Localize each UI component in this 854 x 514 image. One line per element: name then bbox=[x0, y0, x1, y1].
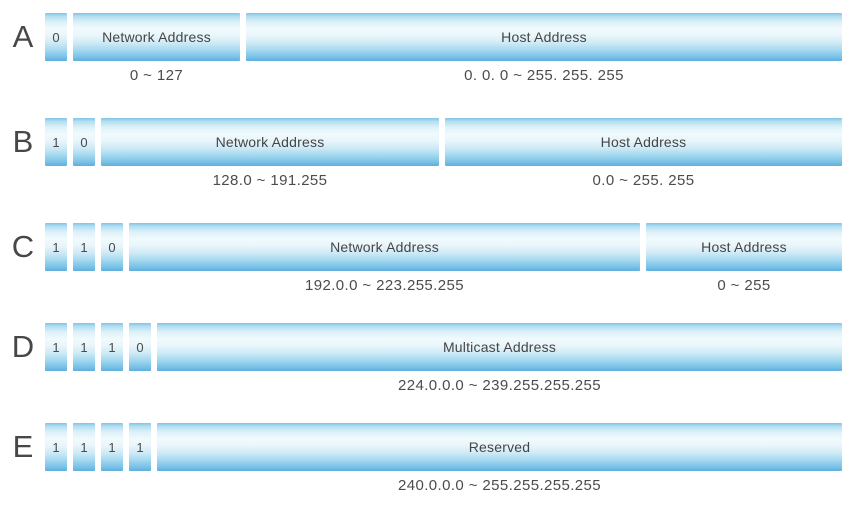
bit-cell: 1 bbox=[129, 423, 151, 471]
segment-range: 224.0.0.0 ~ 239.255.255.255 bbox=[397, 377, 602, 394]
row-cells: 1 1 1 1 Reserved 240.0.0.0 ~ 255.255.255.255 bbox=[45, 423, 842, 494]
address-segment: Network Address 192.0.0 ~ 223.255.255 bbox=[129, 223, 640, 294]
bit-cell: 0 bbox=[73, 118, 95, 166]
segment-label: Network Address bbox=[215, 134, 325, 150]
bit-cell: 1 bbox=[45, 323, 67, 371]
address-segment: Reserved 240.0.0.0 ~ 255.255.255.255 bbox=[157, 423, 842, 494]
segment-range: 128.0 ~ 191.255 bbox=[212, 172, 328, 189]
segment-range: 0 ~ 127 bbox=[129, 67, 184, 84]
bit-box: 1 bbox=[73, 223, 95, 271]
bit-value: 0 bbox=[52, 29, 60, 45]
address-segment: Network Address 0 ~ 127 bbox=[73, 13, 240, 84]
class-letter-c: C bbox=[11, 229, 35, 264]
segment-range: 0.0 ~ 255. 255 bbox=[592, 172, 695, 189]
segment-box: Host Address bbox=[246, 13, 842, 61]
bit-cell: 0 bbox=[45, 13, 67, 61]
segment-range: 0. 0. 0 ~ 255. 255. 255 bbox=[464, 67, 624, 84]
bit-value: 1 bbox=[52, 134, 60, 150]
segment-label: Host Address bbox=[501, 29, 587, 45]
bit-box: 1 bbox=[73, 423, 95, 471]
row-cells: 1 0 Network Address 128.0 ~ 191.255 Host Add… bbox=[45, 118, 842, 189]
bit-box: 0 bbox=[45, 13, 67, 61]
segment-label: Network Address bbox=[102, 29, 211, 45]
segment-box: Host Address bbox=[445, 118, 842, 166]
segment-label: Network Address bbox=[330, 239, 439, 255]
address-segment: Host Address 0. 0. 0 ~ 255. 255. 255 bbox=[246, 13, 842, 84]
bit-box: 1 bbox=[45, 323, 67, 371]
address-class-row-e: E 1 1 1 1 Reserved 240.0.0.0 ~ 255.255.255.255 bbox=[0, 423, 854, 495]
address-class-row-b: B 1 0 Network Address 128.0 ~ 191.255 Host Ad… bbox=[0, 118, 854, 190]
segment-label: Host Address bbox=[701, 239, 787, 255]
address-class-row-d: D 1 1 1 0 Multicast Address 224.0.0.0 ~ 239.25… bbox=[0, 323, 854, 395]
bit-cell: 1 bbox=[101, 423, 123, 471]
bit-box: 1 bbox=[45, 423, 67, 471]
class-letter-b: B bbox=[12, 124, 34, 159]
class-letter-d: D bbox=[11, 329, 35, 364]
bit-value: 1 bbox=[80, 239, 88, 255]
segment-range: 192.0.0 ~ 223.255.255 bbox=[305, 277, 464, 294]
bit-value: 1 bbox=[136, 439, 144, 455]
address-segment: Network Address 128.0 ~ 191.255 bbox=[101, 118, 439, 189]
bit-value: 1 bbox=[108, 339, 116, 355]
segment-box: Network Address bbox=[101, 118, 439, 166]
row-cells: 0 Network Address 0 ~ 127 Host Address 0. 0.… bbox=[45, 13, 842, 84]
segment-label: Host Address bbox=[600, 134, 687, 150]
bit-value: 1 bbox=[80, 339, 88, 355]
bit-value: 0 bbox=[80, 134, 88, 150]
address-class-row-c: C 1 1 0 Network Address 192.0.0 ~ 223.255.255… bbox=[0, 223, 854, 295]
bit-value: 1 bbox=[52, 339, 60, 355]
bit-value: 1 bbox=[80, 439, 88, 455]
segment-box: Network Address bbox=[129, 223, 640, 271]
address-class-row-a: A 0 Network Address 0 ~ 127 Host Address 0. 0… bbox=[0, 13, 854, 85]
bit-cell: 1 bbox=[45, 423, 67, 471]
bit-cell: 1 bbox=[45, 118, 67, 166]
bit-cell: 1 bbox=[73, 323, 95, 371]
bit-cell: 1 bbox=[45, 223, 67, 271]
address-segment: Host Address 0 ~ 255 bbox=[646, 223, 842, 294]
segment-range: 0 ~ 255 bbox=[717, 277, 771, 294]
segment-box: Multicast Address bbox=[157, 323, 842, 371]
class-letter-a: A bbox=[12, 19, 34, 54]
bit-cell: 1 bbox=[73, 223, 95, 271]
bit-value: 1 bbox=[108, 439, 116, 455]
bit-cell: 0 bbox=[101, 223, 123, 271]
address-segment: Host Address 0.0 ~ 255. 255 bbox=[445, 118, 842, 189]
bit-cell: 1 bbox=[101, 323, 123, 371]
bit-box: 1 bbox=[101, 423, 123, 471]
bit-value: 0 bbox=[136, 339, 144, 355]
row-cells: 1 1 1 0 Multicast Address 224.0.0.0 ~ 239.255… bbox=[45, 323, 842, 394]
bit-box: 1 bbox=[45, 118, 67, 166]
bit-box: 0 bbox=[101, 223, 123, 271]
bit-box: 0 bbox=[73, 118, 95, 166]
class-letter-e: E bbox=[12, 429, 34, 464]
bit-cell: 1 bbox=[73, 423, 95, 471]
segment-box: Reserved bbox=[157, 423, 842, 471]
segment-label: Reserved bbox=[468, 439, 531, 455]
bit-cell: 0 bbox=[129, 323, 151, 371]
bit-value: 0 bbox=[108, 239, 116, 255]
bit-box: 0 bbox=[129, 323, 151, 371]
bit-value: 1 bbox=[52, 239, 60, 255]
segment-box: Network Address bbox=[73, 13, 240, 61]
segment-range: 240.0.0.0 ~ 255.255.255.255 bbox=[397, 477, 602, 494]
bit-box: 1 bbox=[129, 423, 151, 471]
segment-box: Host Address bbox=[646, 223, 842, 271]
bit-box: 1 bbox=[45, 223, 67, 271]
bit-box: 1 bbox=[73, 323, 95, 371]
bit-value: 1 bbox=[52, 439, 60, 455]
segment-label: Multicast Address bbox=[442, 339, 557, 355]
address-segment: Multicast Address 224.0.0.0 ~ 239.255.255… bbox=[157, 323, 842, 394]
bit-box: 1 bbox=[101, 323, 123, 371]
row-cells: 1 1 0 Network Address 192.0.0 ~ 223.255.255 H… bbox=[45, 223, 842, 294]
